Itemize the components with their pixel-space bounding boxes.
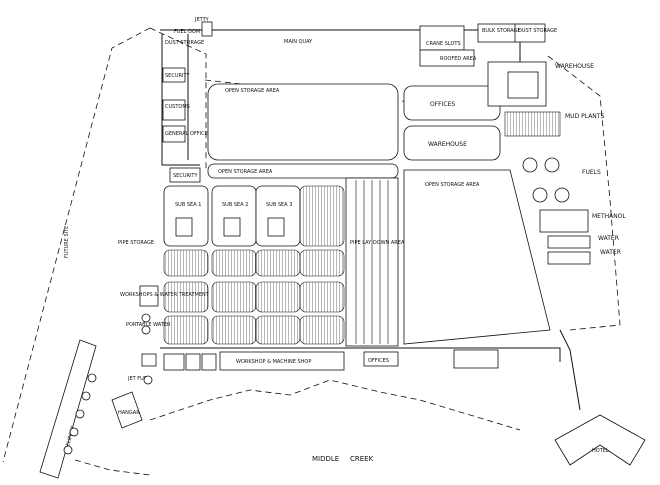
mud-plants-label: MUD PLANTS [565,113,604,120]
fuel-dom-label: FUEL DOM [174,29,200,35]
open-storage-right: OPEN STORAGE AREA [403,169,551,345]
pipe-storage-label: PIPE STORAGE [118,240,154,246]
warehouse-right-label: WAREHOUSE [555,63,594,70]
hotel: HOTEL [554,329,646,466]
middle-label: MIDDLE [312,455,339,463]
sub-sea-1-label: SUB SEA 1 [175,202,201,208]
jetty-label: JETTY [194,17,210,23]
offices-bottom-label: OFFICES [368,358,389,364]
sub-sea-2-label: SUB SEA 2 [222,202,248,208]
pipe-lay-down: PIPE LAY DOWN AREA [345,177,405,347]
hotel-label: HOTEL [592,448,609,454]
main-quay-label: MAIN QUAY [284,39,313,45]
workshop-machine-label: WORKSHOP & MACHINE SHOP [236,359,311,365]
creek-label: CREEK [350,455,374,463]
jet-fuel-label: JET FUEL [127,376,150,382]
left-side: PIPE STORAGE FUTURE SITE WORKSHOPS & WAT… [64,226,210,335]
heliport-area: HELIPORT JET FUEL HANGAR [39,339,153,479]
sub-sea-3-label: SUB SEA 3 [266,202,292,208]
offices-label: OFFICES [430,101,455,108]
middle-creek: MIDDLE CREEK [149,379,521,463]
sub-sea-blocks: SUB SEA 1 SUB SEA 2 SUB SEA 3 [163,185,345,247]
security-top-label: SECURITY [165,73,190,79]
crane-slots-label: CRANE SLOTS [426,41,461,47]
offices-block: OFFICES WAREHOUSE [403,85,501,161]
customs-label: CUSTOMS [165,104,190,110]
future-site-label: FUTURE SITE [64,226,70,258]
hangar-label: HANGAR [118,410,140,416]
open-storage-top: OPEN STORAGE AREA [207,83,399,161]
general-office-label: GENERAL OFFICE [165,131,208,137]
warehouse-mid-label: WAREHOUSE [428,141,467,148]
fuels-label: FUELS [582,169,601,176]
roofed-area-label: ROOFED AREA [440,56,477,62]
workshop-water-label: WORKSHOPS & WATER TREATMENT [120,292,210,298]
portable-water-label: PORTABLE WATER [126,322,171,328]
security-mid-label: SECURITY [173,173,198,179]
main-quay-area: FUEL DOM JETTY DUST STORAGE MAIN QUAY CR… [160,17,557,166]
dust-storage-2-label: DUST STORAGE [518,28,557,34]
open-storage-top-label: OPEN STORAGE AREA [225,88,280,94]
site-boundary [2,27,621,476]
right-facilities: WAREHOUSE MUD PLANTS FUELS METHANOL WATE… [487,61,626,265]
dust-storage-label: DUST STORAGE [165,40,204,46]
water-2-label: WATER [600,249,621,256]
storage-grid [163,249,345,345]
security-strip: SECURITY OPEN STORAGE AREA [169,163,399,183]
pipe-lay-down-label: PIPE LAY DOWN AREA [350,240,405,246]
service-row: WORKSHOP & MACHINE SHOP OFFICES [141,347,561,371]
open-storage-right-label: OPEN STORAGE AREA [425,182,480,188]
methanol-label: METHANOL [592,213,626,220]
open-storage-mid-label: OPEN STORAGE AREA [218,169,273,175]
bulk-storage-label: BULK STORAGE [482,28,521,34]
water-1-label: WATER [598,235,619,242]
